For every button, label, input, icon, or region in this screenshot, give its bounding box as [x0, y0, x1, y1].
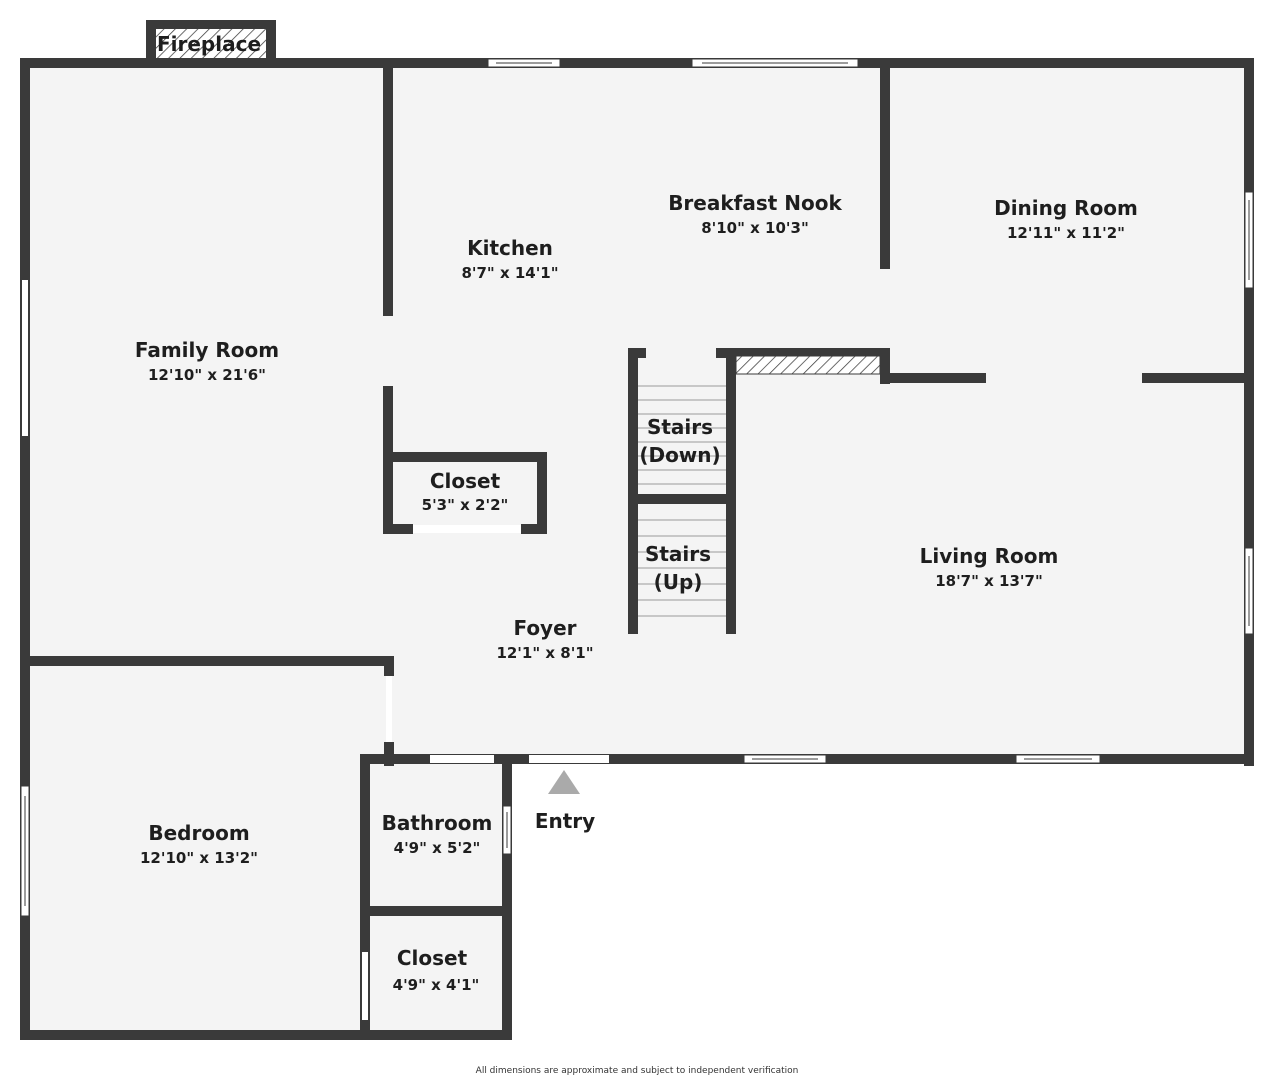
- room-name-closet-2: Closet: [397, 946, 468, 970]
- fireplace-label: Fireplace: [157, 32, 261, 56]
- entry-label: Entry: [535, 809, 595, 833]
- room-name-family-room: Family Room: [135, 338, 279, 362]
- stair-treads: [638, 385, 726, 617]
- room-dims-kitchen: 8'7" x 14'1": [461, 264, 558, 282]
- room-dims-family-room: 12'10" x 21'6": [148, 366, 266, 384]
- footnote: All dimensions are approximate and subje…: [476, 1066, 799, 1076]
- stairs-up-label: Stairs: [645, 542, 711, 566]
- stairs-up-direction: (Up): [654, 570, 703, 594]
- room-dims-closet-2: 4'9" x 4'1": [393, 976, 480, 994]
- room-name-bedroom: Bedroom: [148, 821, 249, 845]
- stairs-down-direction: (Down): [639, 443, 720, 467]
- room-dims-foyer: 12'1" x 8'1": [496, 644, 593, 662]
- room-dims-dining-room: 12'11" x 11'2": [1007, 224, 1125, 242]
- room-name-kitchen: Kitchen: [467, 236, 553, 260]
- room-dims-breakfast-nook: 8'10" x 10'3": [701, 219, 809, 237]
- room-dims-living-room: 18'7" x 13'7": [935, 572, 1043, 590]
- room-name-bathroom: Bathroom: [382, 811, 493, 835]
- room-dims-closet-1: 5'3" x 2'2": [422, 496, 509, 514]
- room-name-breakfast-nook: Breakfast Nook: [668, 191, 842, 215]
- room-dims-bathroom: 4'9" x 5'2": [394, 839, 481, 857]
- windows: [20, 58, 1254, 917]
- room-dims-bedroom: 12'10" x 13'2": [140, 849, 258, 867]
- room-name-foyer: Foyer: [513, 616, 576, 640]
- floor-areas: [28, 66, 1248, 1034]
- openings: [22, 280, 609, 1020]
- room-name-living-room: Living Room: [920, 544, 1059, 568]
- room-name-closet-1: Closet: [430, 469, 501, 493]
- entry-arrow-icon: [548, 770, 580, 794]
- interior-walls: [20, 66, 1248, 1040]
- room-name-dining-room: Dining Room: [994, 196, 1138, 220]
- stairs-down-label: Stairs: [647, 415, 713, 439]
